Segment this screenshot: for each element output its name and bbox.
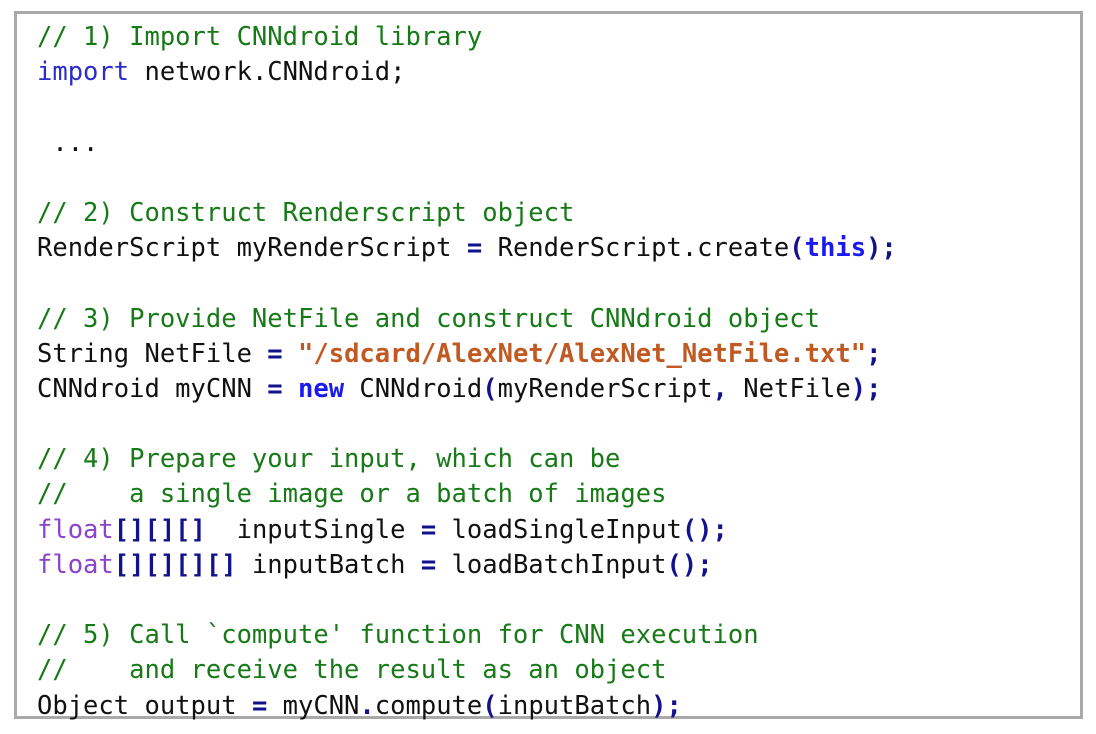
code-token: CNNdroid	[344, 373, 483, 404]
code-token: =	[466, 233, 483, 264]
code-token: (	[482, 690, 498, 721]
code-token: // 2) Construct Renderscript object	[37, 197, 575, 228]
code-token: =	[267, 373, 283, 404]
code-line: ...	[37, 126, 1080, 161]
code-token: // 5) Call `compute' function for CNN ex…	[37, 620, 759, 651]
code-token	[283, 374, 298, 404]
code-line: float[][][][] inputBatch = loadBatchInpu…	[37, 548, 1080, 583]
code-token: (	[482, 373, 498, 404]
code-token: "/sdcard/AlexNet/AlexNet_NetFile.txt"	[298, 338, 867, 369]
code-token: String NetFile	[37, 338, 268, 369]
code-token: // 4) Prepare your input, which can be	[37, 444, 621, 475]
code-token: =	[420, 549, 437, 580]
code-line-blank	[37, 583, 1080, 618]
code-token: [][][]	[113, 514, 206, 545]
code-token: );	[866, 233, 897, 264]
code-token: loadBatchInput	[436, 549, 667, 580]
code-token: ();	[681, 514, 728, 545]
code-token: ();	[666, 549, 713, 580]
code-token: ;	[866, 338, 882, 369]
code-line-blank	[37, 266, 1080, 301]
code-token: [][][][]	[113, 549, 237, 580]
code-token: // a single image or a batch of images	[37, 479, 667, 510]
code-line: // 2) Construct Renderscript object	[37, 196, 1080, 231]
code-token: NetFile	[727, 373, 851, 404]
code-token: =	[420, 514, 437, 545]
code-token: inputBatch	[236, 549, 421, 580]
code-token: import	[37, 57, 130, 88]
code-token	[283, 339, 298, 369]
code-token: loadSingleInput	[436, 514, 682, 545]
code-line: // 3) Provide NetFile and construct CNNd…	[37, 302, 1080, 337]
code-token: network.CNNdroid;	[129, 57, 406, 88]
code-token: .	[359, 690, 375, 721]
code-line: // 1) Import CNNdroid library	[37, 20, 1080, 55]
code-token: Object output	[37, 690, 252, 721]
code-token: // 1) Import CNNdroid library	[37, 22, 483, 52]
code-line: import network.CNNdroid;	[37, 55, 1080, 90]
code-line: RenderScript myRenderScript = RenderScri…	[37, 231, 1080, 266]
code-line: // and receive the result as an object	[37, 653, 1080, 688]
code-line-blank	[37, 407, 1080, 442]
code-line-blank	[37, 90, 1080, 125]
code-token: inputSingle	[205, 514, 421, 545]
code-token: =	[267, 338, 283, 369]
code-line: String NetFile = "/sdcard/AlexNet/AlexNe…	[37, 337, 1080, 372]
code-line-blank	[37, 161, 1080, 196]
code-token: CNNdroid myCNN	[37, 373, 268, 404]
code-token: myRenderScript	[497, 373, 713, 404]
code-line: // a single image or a batch of images	[37, 477, 1080, 512]
code-token: this	[804, 233, 867, 264]
code-token: new	[298, 373, 345, 404]
code-token: );	[850, 373, 882, 404]
code-line: // 5) Call `compute' function for CNN ex…	[37, 618, 1080, 653]
code-token: RenderScript.create	[482, 233, 790, 264]
code-line: // 4) Prepare your input, which can be	[37, 442, 1080, 477]
code-token: compute	[374, 690, 483, 721]
code-token: );	[651, 690, 682, 721]
code-line: Object output = myCNN.compute(inputBatch…	[37, 689, 1080, 724]
code-token: ,	[712, 373, 728, 404]
code-token: ...	[37, 127, 99, 158]
code-token: inputBatch	[497, 690, 652, 721]
code-token: float	[37, 514, 114, 545]
code-line: float[][][] inputSingle = loadSingleInpu…	[37, 513, 1080, 548]
code-line: CNNdroid myCNN = new CNNdroid(myRenderSc…	[37, 372, 1080, 407]
code-token: // and receive the result as an object	[37, 655, 667, 686]
code-token: myCNN	[267, 690, 360, 721]
code-token: =	[251, 690, 268, 721]
code-token: (	[789, 233, 805, 264]
code-token: RenderScript myRenderScript	[37, 233, 467, 264]
code-token: // 3) Provide NetFile and construct CNNd…	[37, 303, 820, 334]
code-token: float	[37, 549, 114, 580]
